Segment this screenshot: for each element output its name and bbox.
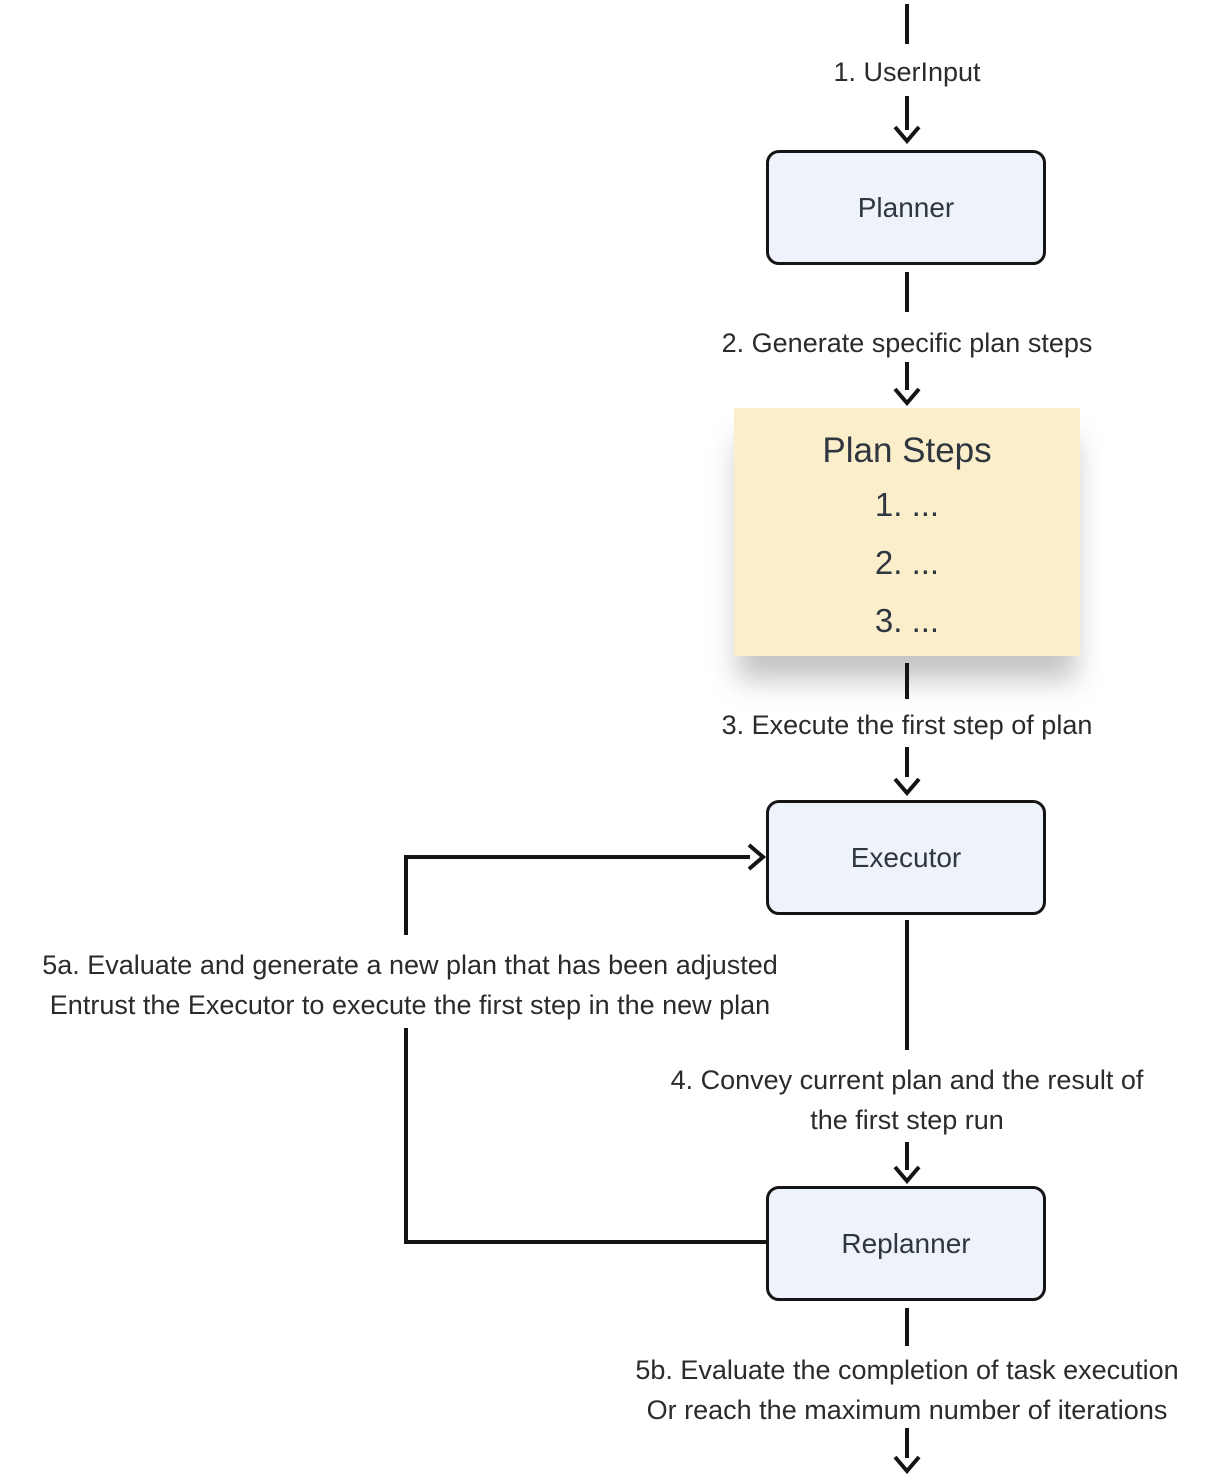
arrowhead-down-icon	[893, 387, 921, 406]
edge-label-convey-line1: 4. Convey current plan and the result of	[670, 1065, 1144, 1095]
node-planner: Planner	[766, 150, 1046, 265]
edge-label-replan-line1: 5a. Evaluate and generate a new plan tha…	[42, 950, 778, 980]
edge-label-convey: 4. Convey current plan and the result of…	[557, 1060, 1208, 1140]
node-planner-label: Planner	[857, 191, 955, 223]
plan-step-item: 2. ...	[874, 544, 940, 581]
plan-step-item: 1. ...	[874, 486, 940, 523]
edge-line	[905, 1308, 909, 1346]
edge-line	[905, 362, 909, 390]
node-plan-steps: Plan Steps 1. ... 2. ... 3. ...	[734, 408, 1080, 656]
edge-line	[905, 4, 909, 44]
edge-label-execute-first: 3. Execute the first step of plan	[721, 710, 1093, 740]
edge-line	[905, 920, 909, 1050]
edge-label-replan: 5a. Evaluate and generate a new plan tha…	[5, 945, 815, 1025]
edge-label-generate-steps: 2. Generate specific plan steps	[721, 328, 1093, 358]
edge-line	[905, 1142, 909, 1170]
edge-label-user-input: 1. UserInput	[833, 57, 981, 87]
edge-label-replan-line2: Entrust the Executor to execute the firs…	[49, 990, 771, 1020]
node-replanner-label: Replanner	[841, 1227, 971, 1259]
arrowhead-down-icon	[893, 125, 921, 144]
loop-edge-line	[404, 1028, 408, 1244]
edge-line	[905, 747, 909, 777]
node-replanner: Replanner	[766, 1186, 1046, 1301]
edge-line	[905, 663, 909, 699]
edge-label-convey-line2: the first step run	[810, 1105, 1004, 1135]
node-executor: Executor	[766, 800, 1046, 915]
edge-line	[905, 272, 909, 312]
arrowhead-right-icon	[747, 843, 766, 871]
plan-steps-title: Plan Steps	[822, 431, 992, 470]
loop-edge-line	[404, 1240, 766, 1244]
node-executor-label: Executor	[850, 841, 962, 873]
plan-step-item: 3. ...	[874, 602, 940, 639]
edge-line	[905, 96, 909, 130]
arrowhead-down-icon	[893, 1455, 921, 1474]
arrowhead-down-icon	[893, 777, 921, 796]
loop-edge-line	[404, 855, 750, 859]
edge-label-finish: 5b. Evaluate the completion of task exec…	[557, 1350, 1208, 1430]
arrowhead-down-icon	[893, 1165, 921, 1184]
edge-label-finish-line2: Or reach the maximum number of iteration…	[646, 1395, 1168, 1425]
loop-edge-line	[404, 855, 408, 935]
edge-label-finish-line1: 5b. Evaluate the completion of task exec…	[635, 1355, 1179, 1385]
edge-line	[905, 1428, 909, 1458]
